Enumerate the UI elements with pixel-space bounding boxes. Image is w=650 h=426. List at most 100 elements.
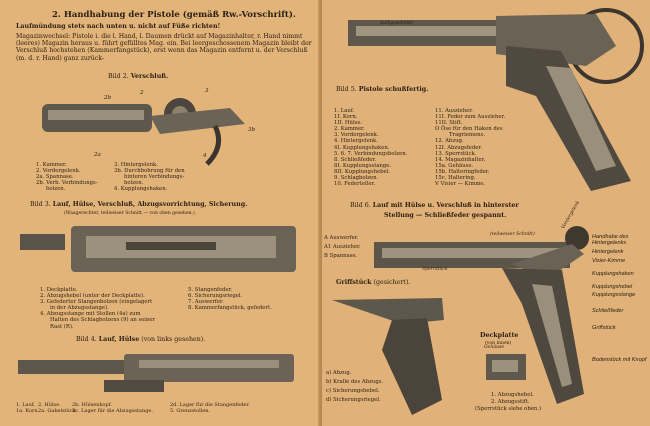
left-page: 2. Handhabung der Pistole (gemäß Rw.-Vor… xyxy=(0,0,322,426)
fig-note: (gesichert). xyxy=(373,279,411,286)
fig6-callouts-right: Handhabe des Hintergelenks Hintergelenk … xyxy=(592,234,650,363)
section-note: (Längsschnitt) xyxy=(380,21,414,26)
cover-plate-illustration xyxy=(486,354,526,380)
fig3-subcaption: (Waagerechter, teilweiser Schnitt — von … xyxy=(64,211,195,216)
legend-item: d) Sicherungsriegel. xyxy=(326,397,381,403)
callout: Kupplungsstange xyxy=(592,292,636,298)
plate-subtitle: (von innen) xyxy=(485,341,512,346)
legend-item: 8II. Kupplungshebel. xyxy=(334,168,391,175)
fig6-caption-line2: Stellung — Schließfeder gespannt. xyxy=(384,212,507,219)
legend-item: 1. Abzugshebel. xyxy=(491,392,534,398)
legend-item: 2c. Lager für die Abzugsstange. xyxy=(72,408,153,415)
legend-item: 1. Lauf. xyxy=(334,108,355,114)
fig4-legend: 1. Lauf.2. Hülse.2b. Hülsenkopf.2d. Lage… xyxy=(16,402,250,414)
fig-title: Pistole schußfertig. xyxy=(358,86,429,93)
legend-item: 11II. Stift. xyxy=(435,120,463,127)
legend-item: A1 Auszieher. xyxy=(324,244,361,250)
fig3-caption: Bild 3. Lauf, Hülse, Verschluß, Abzugsvo… xyxy=(30,201,247,208)
legend-item: 12I. Abzugsfeder. xyxy=(435,144,482,151)
legend-item: 2. Vordergelenk. xyxy=(36,168,81,175)
fig3-legend-b: 5. Stangenfeder.6. Sicherungsriegel.7. A… xyxy=(188,287,272,311)
fig5-caption: Bild 5. Pistole schußfertig. xyxy=(336,86,429,93)
legend-item: 1. Kammer. xyxy=(36,162,67,168)
fig-title: Verschluß. xyxy=(130,73,169,80)
legend-item: in der Abzugsstange). xyxy=(50,305,109,312)
legend-item: 3. Vordergelenk. xyxy=(334,132,379,139)
fig5-legend-a: 1. Lauf.1I. Korn.1II. Hülse.2. Kammer.3.… xyxy=(334,108,407,187)
fig-number: Bild 3. xyxy=(30,201,51,208)
legend-item: 10. Federteller. xyxy=(334,181,376,188)
fig5-legend-b: 11. Auszieher.11I. Feder zum Auszieher.1… xyxy=(435,108,505,187)
fig-number: Bild 6. xyxy=(350,202,371,209)
legend-item: 3. Hintergelenk. xyxy=(114,162,158,168)
callout: Griffstück xyxy=(592,325,616,331)
callout: Gehäuse xyxy=(484,345,505,350)
legend-item: 2. Hülse. xyxy=(38,402,61,408)
legend-item: 2a. Gabelstück. xyxy=(38,408,78,415)
legend-item: 12. Abzug. xyxy=(435,138,464,145)
callout: Bodenstück mit Knopf xyxy=(592,357,647,363)
callout: Hintergelenk xyxy=(592,249,624,255)
legend-item: 15c. Haltering. xyxy=(435,175,476,182)
legend-item: O Öse für den Haken des xyxy=(435,126,503,133)
legend-item: 1. Lauf. xyxy=(16,402,36,408)
grip-illustration xyxy=(332,298,444,415)
legend-item: Tragriemens. xyxy=(449,132,485,139)
legend-item: 2. Kammer. xyxy=(334,126,365,133)
legend-item: 5. 6. 7. Verbindungsbolzen. xyxy=(334,150,408,157)
section-title: 2. Handhabung der Pistole (gemäß Rw.-Vor… xyxy=(52,10,296,20)
callout: 4 xyxy=(203,153,207,159)
callout: Visier-Kimme xyxy=(592,258,626,264)
legend-item: 13. Sperrstück. xyxy=(435,150,477,157)
callout: 2a xyxy=(94,152,101,158)
legend-item: 4. Abzugsstange mit Stollen (4a) zum xyxy=(40,311,141,318)
legend-item: 1II. Hülse. xyxy=(334,120,363,127)
fig-title: Lauf mit Hülse u. Verschluß in hinterste… xyxy=(372,202,519,209)
receiver-top-illustration xyxy=(20,226,296,272)
legend-item: a) Abzug. xyxy=(326,370,352,376)
callout: Kupplungshaken xyxy=(592,271,634,277)
barrel-side-illustration xyxy=(18,354,294,392)
legend-item: c) Sicherungshebel. xyxy=(326,388,380,394)
legend-item: 8I. Kupplungsstange. xyxy=(334,162,392,169)
legend-item: Rast (R). xyxy=(50,323,74,330)
legend-item: 5. Grenzstollen. xyxy=(170,408,211,415)
legend-item: 6. Sicherungsriegel. xyxy=(188,293,243,300)
legend-item: 2a. Spannase. xyxy=(36,174,74,181)
legend-item: 2b. Verb. Verbindungs- xyxy=(36,180,98,187)
legend-item: bolzen. xyxy=(124,180,144,187)
callout: Kupplungshebel xyxy=(592,284,633,290)
fig2-legend-b: 3. Hintergelenk.3b. Durchbohrung für den… xyxy=(114,162,185,192)
section-note: (teilweiser Schnitt) xyxy=(490,232,535,237)
legend-item: 1a. Korn. xyxy=(16,408,40,415)
fig6-legend: A Auswerfer.A1 Auszieher.B Spannase. xyxy=(324,234,361,261)
legend-item: 9. Schlagbolzen. xyxy=(334,175,379,182)
plate-legend: 1. Abzugshebel.2. Abzugsstift.(Sperrstüc… xyxy=(475,392,541,413)
right-page: (Längsschnitt) Bild 5. Pistole schußfert… xyxy=(322,0,650,426)
fig-title: Lauf, Hülse xyxy=(98,336,140,343)
callout: 2 xyxy=(140,90,144,96)
legend-item: bolzen. xyxy=(46,186,66,193)
legend-item: 2. Abzugsstift. xyxy=(491,399,530,405)
legend-item: 5. Stangenfeder. xyxy=(188,287,233,293)
legend-item: 15b. Halteringfeder. xyxy=(435,168,490,175)
pistol-section-illustration xyxy=(348,8,644,191)
legend-item: 1I. Korn. xyxy=(334,114,358,121)
fig-note: (von links gesehen). xyxy=(141,336,206,343)
fig-number: Bild 4. xyxy=(76,336,97,343)
magazine-change-paragraph: Magazinwechsel: Pistole i. die l. Hand, … xyxy=(16,33,312,62)
legend-item: 4. Hintergelenk. xyxy=(334,138,378,145)
legend-item: 2. Abzugshebel (unter der Deckplatte). xyxy=(40,293,145,300)
legend-item: 1. Deckplatte. xyxy=(40,287,78,293)
grip-caption: Griffstück (gesichert). xyxy=(336,279,411,286)
legend-item: 8. Schließfeder. xyxy=(334,156,377,163)
grip-legend: a) Abzug.b) Kralle des Abzugs.c) Sicheru… xyxy=(326,369,383,405)
fig3-legend-a: 1. Deckplatte.2. Abzugshebel (unter der … xyxy=(40,287,155,330)
legend-item: V Visier — Kimme. xyxy=(435,181,486,188)
fig-number: Bild 2. xyxy=(108,73,129,80)
legend-item: hinteren Verbindungs- xyxy=(124,174,185,181)
fig2-legend-a: 1. Kammer.2. Vordergelenk.2a. Spannase.2… xyxy=(36,162,98,192)
legend-item: 15a. Gehäuse. xyxy=(435,162,474,169)
callout: Sperrstück xyxy=(422,267,448,272)
fig-title: Griffstück xyxy=(336,279,372,286)
